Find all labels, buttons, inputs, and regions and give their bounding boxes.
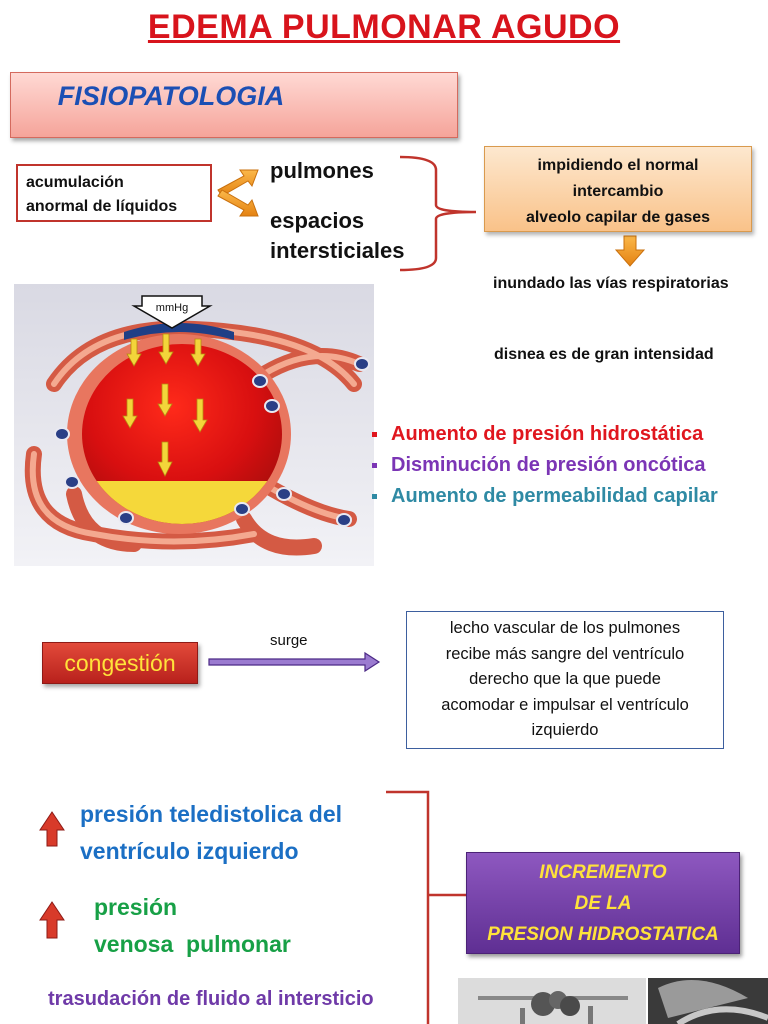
micrograph-image <box>458 978 768 1024</box>
bullet-icon <box>372 432 377 438</box>
flow-step-2: disnea es de gran intensidad <box>494 346 714 363</box>
cause-text: Aumento de presión hidrostática <box>391 423 704 445</box>
cause-item: Disminución de presión oncótica <box>372 454 706 477</box>
impeding-line-3: alveolo capilar de gases <box>525 209 711 226</box>
bullet-icon <box>372 494 377 500</box>
section-heading-box: FISIOPATOLOGIA <box>10 72 458 138</box>
increment-line-1: INCREMENTO <box>539 862 667 883</box>
accumulation-line-2: anormal de líquidos <box>26 198 178 215</box>
vessel-openings <box>54 357 370 527</box>
result-line: izquierdo <box>531 721 599 739</box>
increment-line-2: DE LA <box>574 893 632 914</box>
result-line: derecho que la que puede <box>469 670 661 688</box>
pressure-item-1-line-2: ventrículo izquierdo <box>80 838 299 864</box>
cause-item: Aumento de permeabilidad capilar <box>372 485 718 508</box>
accumulation-line-1: acumulación <box>26 174 124 191</box>
pressure-item-1: presión teledistolica del ventrículo izq… <box>80 796 342 870</box>
impeding-line-1: impidiendo el normal <box>537 157 699 174</box>
pressure-label: mmHg <box>156 302 188 314</box>
pressure-item-1-line-1: presión teledistolica del <box>80 801 343 827</box>
increment-box: INCREMENTO DE LA PRESION HIDROSTATICA <box>466 852 740 954</box>
connector-line <box>428 893 468 897</box>
pressure-item-3: trasudación de fluido al intersticio <box>48 988 374 1010</box>
pressure-arrow-icon <box>131 295 213 329</box>
increase-arrow-icon <box>39 811 65 847</box>
top-connectors <box>217 155 646 272</box>
bullet-icon <box>372 463 377 469</box>
target-interstitial-line-2: intersticiales <box>270 238 405 263</box>
congestion-box: congestión <box>42 642 198 684</box>
target-lungs: pulmones <box>270 158 374 183</box>
cause-item: Aumento de presión hidrostática <box>372 423 703 446</box>
target-interstitial: espacios intersticiales <box>270 206 405 266</box>
target-interstitial-line-1: espacios <box>270 208 365 233</box>
arrow-label: surge <box>270 632 308 649</box>
flow-step-1: inundado las vías respiratorias <box>493 275 729 292</box>
pressure-item-2-line-2: venosa pulmonar <box>94 931 291 957</box>
result-line: recibe más sangre del ventrículo <box>445 644 685 663</box>
fluid-flow-arrows <box>122 333 208 477</box>
increment-line-3: PRESION HIDROSTATICA <box>487 924 719 945</box>
impeding-box: impidiendo el normal intercambio alveolo… <box>484 146 752 232</box>
result-line: lecho vascular de los pulmones <box>449 619 681 637</box>
impeding-line-2: intercambio <box>572 183 664 200</box>
arrow-down-right-icon <box>217 189 259 217</box>
increase-arrow-icon <box>39 901 65 939</box>
cause-text: Aumento de permeabilidad capilar <box>391 485 718 507</box>
page-title: EDEMA PULMONAR AGUDO <box>147 8 621 46</box>
arrow-right-icon <box>208 651 381 673</box>
alveolus-illustration: mmHg <box>14 284 374 566</box>
result-line: acomodar e impulsar el ventrículo <box>441 695 689 714</box>
section-heading: FISIOPATOLOGIA <box>57 81 285 111</box>
pressure-connectors <box>39 790 430 1024</box>
cause-text: Disminución de presión oncótica <box>391 454 706 476</box>
pressure-item-2: presión venosa pulmonar <box>94 889 291 963</box>
bracket-right-icon <box>399 155 477 272</box>
arrow-down-icon <box>614 235 646 267</box>
pressure-item-2-line-1: presión <box>94 894 178 920</box>
congestion-result-box: lecho vascular de los pulmones recibe má… <box>406 611 724 749</box>
accumulation-box: acumulación anormal de líquidos <box>16 164 212 222</box>
